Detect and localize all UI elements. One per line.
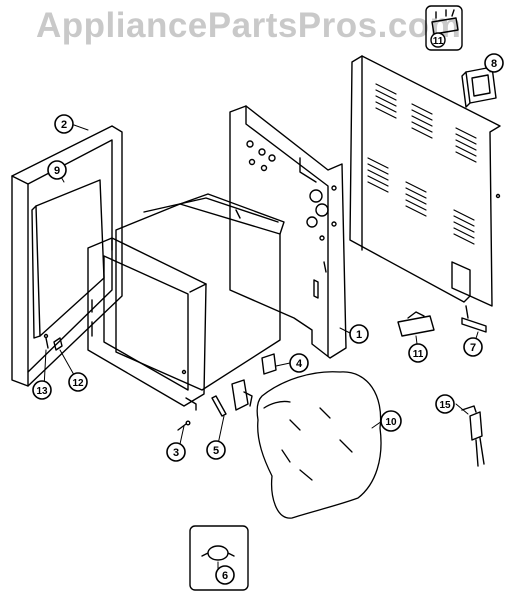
- part-7-drawing: [461, 305, 487, 333]
- part-11-bottom-drawing: [397, 311, 435, 337]
- svg-text:11: 11: [433, 36, 444, 47]
- callout-9: 9: [47, 160, 67, 180]
- part-6-drawing: [189, 525, 249, 591]
- svg-text:2: 2: [61, 119, 67, 131]
- part-5-drawing: [211, 379, 253, 417]
- part-12-13-drawing: [43, 333, 63, 351]
- svg-text:11: 11: [413, 349, 424, 360]
- svg-text:6: 6: [222, 570, 228, 582]
- svg-text:12: 12: [72, 378, 84, 389]
- callout-11-bottom: 11: [408, 343, 428, 363]
- svg-text:8: 8: [491, 58, 497, 70]
- svg-text:15: 15: [439, 400, 451, 411]
- part-15-drawing: [461, 405, 485, 467]
- callout-10: 10: [380, 410, 402, 432]
- part-2-front-frame-drawing: [11, 125, 123, 387]
- callout-2: 2: [54, 114, 74, 134]
- svg-text:1: 1: [356, 329, 362, 341]
- callout-11-top: 11: [430, 32, 446, 48]
- part-3-drawing: [177, 420, 191, 431]
- part-4-drawing: [261, 353, 277, 375]
- watermark-text: AppliancePartsPros.com: [36, 6, 462, 45]
- svg-text:10: 10: [385, 417, 397, 428]
- callout-15: 15: [435, 394, 455, 414]
- callout-6: 6: [215, 565, 235, 585]
- oven-cavity-drawing: [115, 193, 285, 391]
- callout-12: 12: [68, 372, 88, 392]
- callout-4: 4: [289, 353, 309, 373]
- svg-text:5: 5: [213, 445, 219, 457]
- rear-panel-drawing: [349, 55, 501, 307]
- svg-text:3: 3: [173, 447, 179, 459]
- svg-text:7: 7: [470, 342, 476, 354]
- svg-text:13: 13: [36, 386, 48, 397]
- part-10-insulation-drawing: [256, 371, 382, 519]
- part-8-drawing: [461, 66, 497, 108]
- part-11-top-drawing: [425, 5, 463, 51]
- callout-3: 3: [166, 442, 186, 462]
- callout-8: 8: [484, 53, 504, 73]
- callout-13: 13: [32, 380, 52, 400]
- svg-text:9: 9: [54, 165, 60, 177]
- callout-5: 5: [206, 440, 226, 460]
- callout-7: 7: [463, 337, 483, 357]
- svg-text:4: 4: [296, 358, 303, 370]
- part-1-side-panel-drawing: [229, 105, 347, 359]
- callout-1: 1: [349, 324, 369, 344]
- oven-front-face-drawing: [87, 237, 207, 411]
